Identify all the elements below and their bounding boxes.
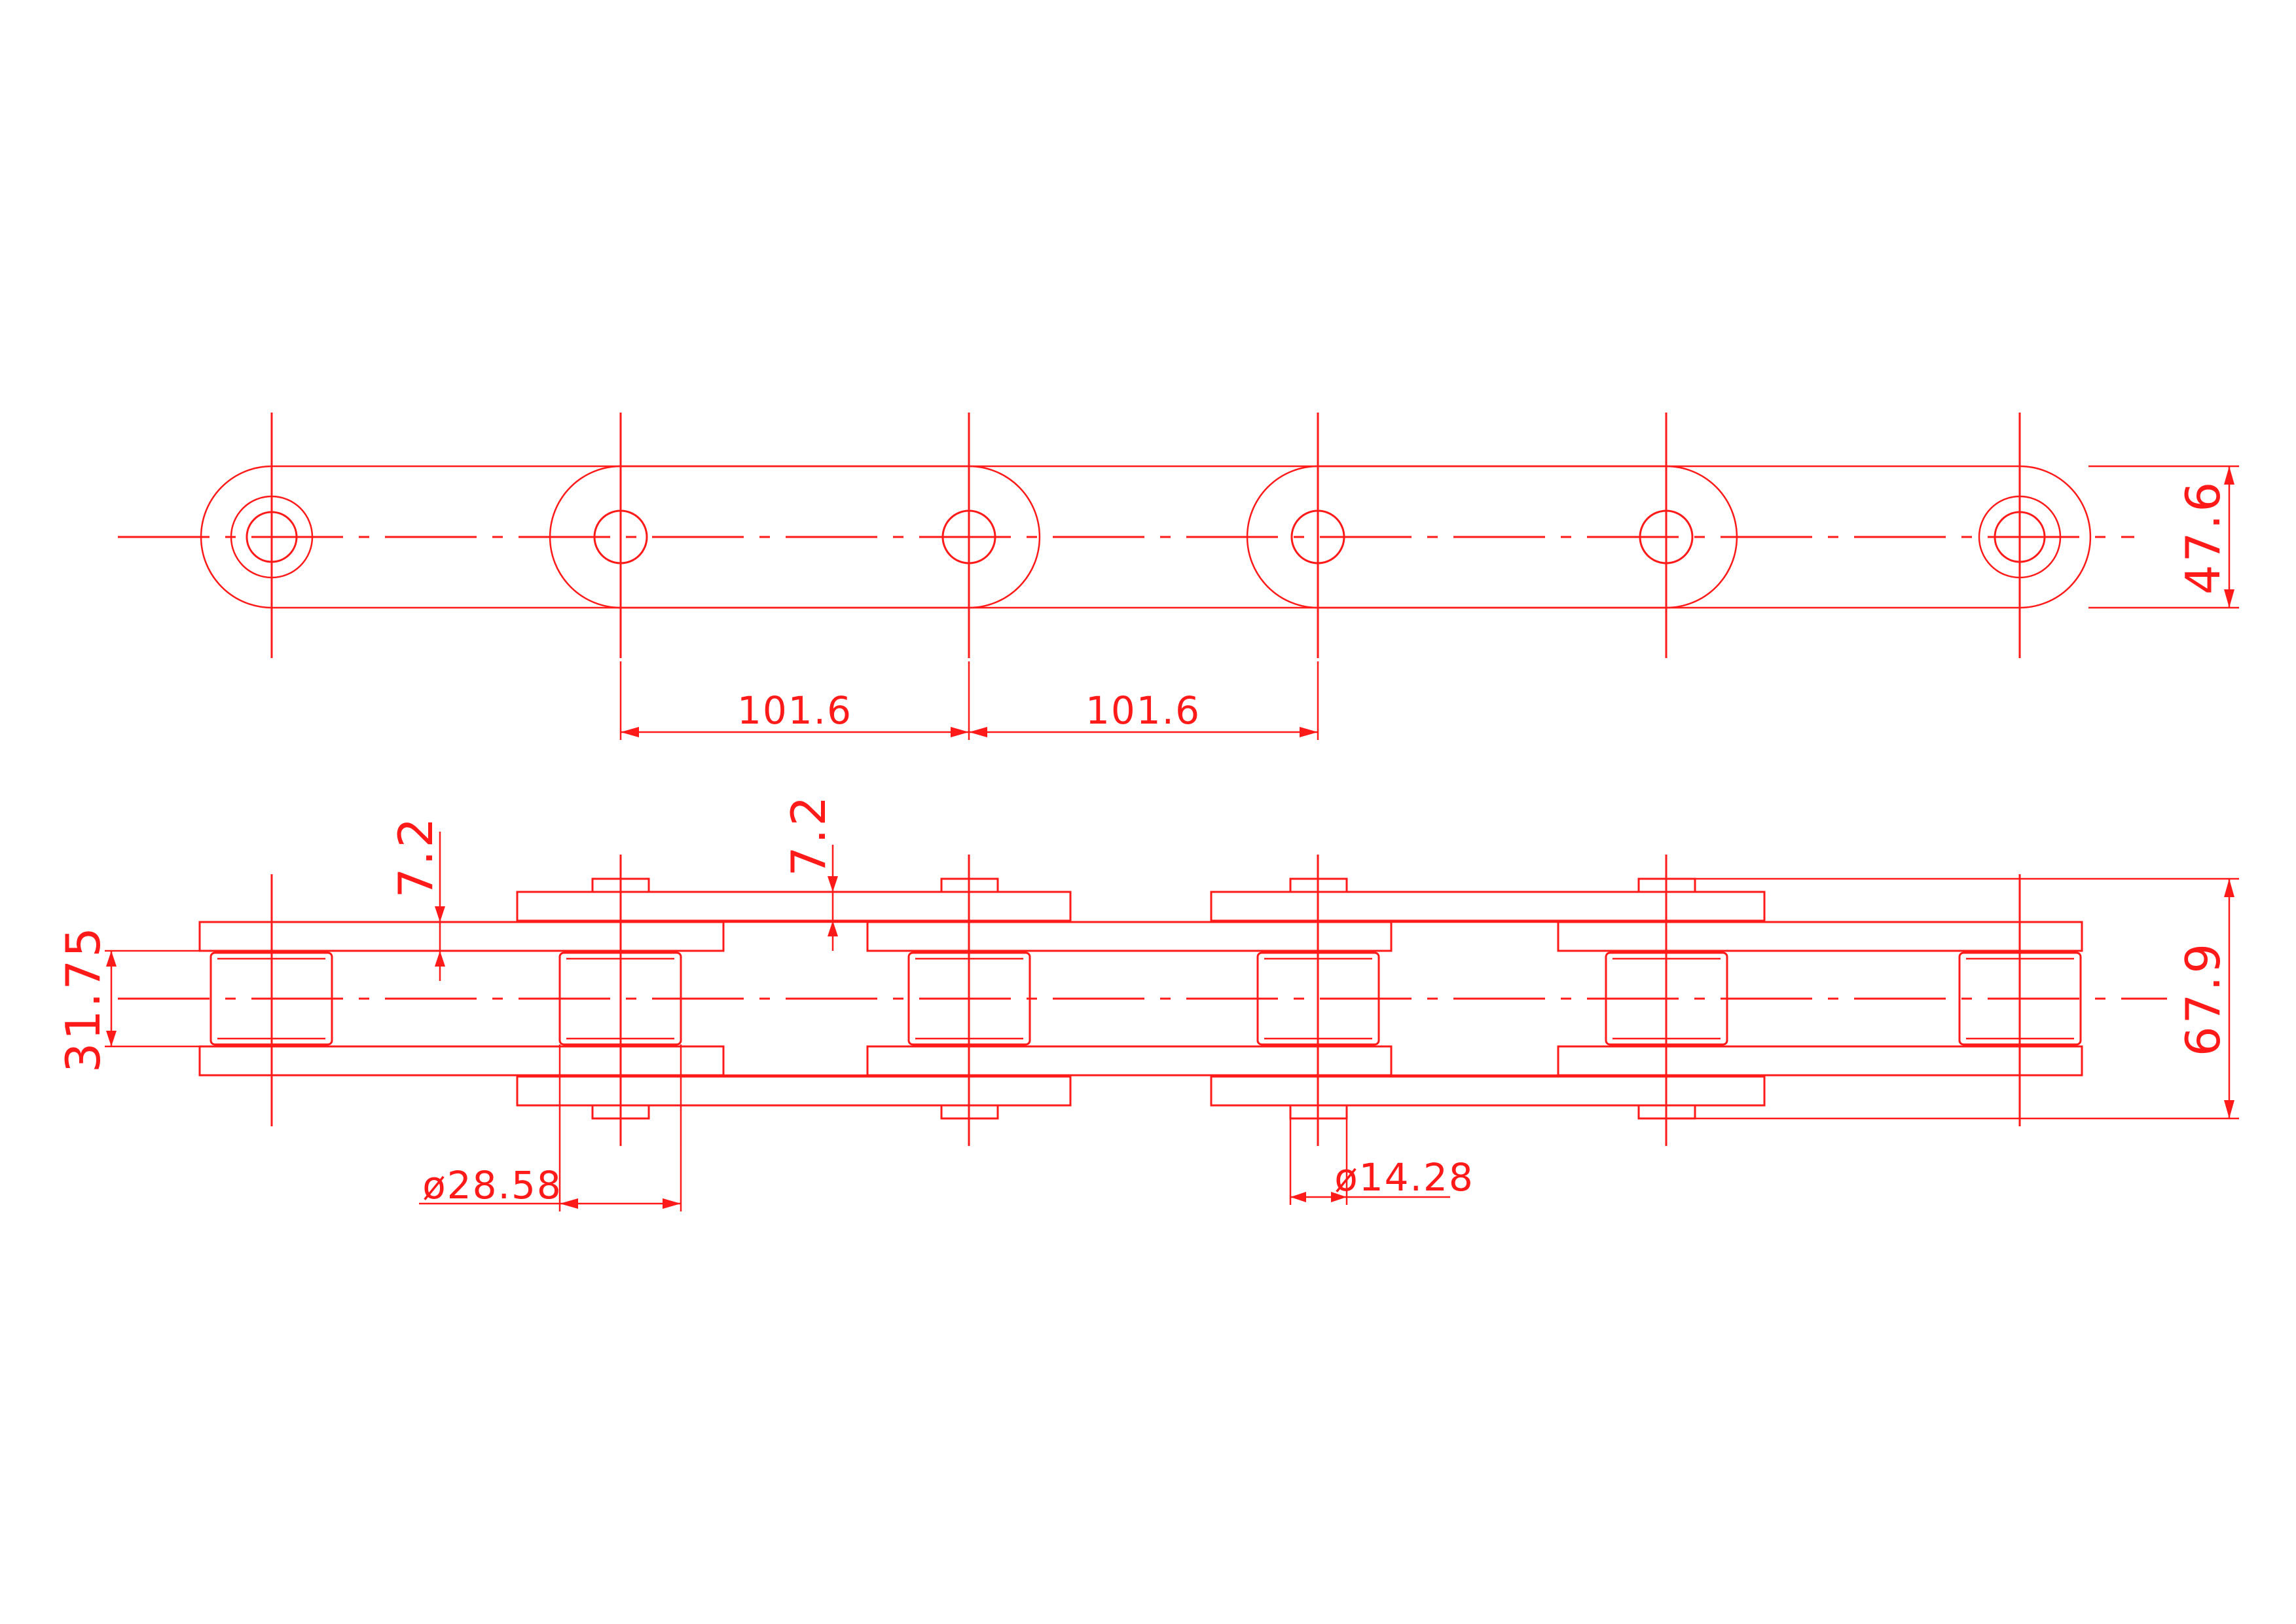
- inner-width-label: 31.75: [56, 925, 111, 1073]
- pin-diameter-label: ø14.28: [1334, 1155, 1474, 1200]
- plate-thickness-mid-label: 7.2: [781, 794, 836, 877]
- inner-plates: [198, 921, 2083, 1077]
- plan-view-center-marks: [270, 855, 2021, 1146]
- plate-thickness-left-label: 7.2: [388, 815, 443, 898]
- roller-diameter-label: ø28.58: [422, 1163, 562, 1208]
- plate-thickness-mid-dimension: 7.2: [781, 794, 838, 951]
- link-plate-4: [2019, 465, 2092, 609]
- pin-diameter-dimension: ø14.28: [1289, 1118, 1474, 1205]
- pitch-1-label: 101.6: [737, 688, 852, 733]
- side-view: 101.6 101.6 47.6: [118, 413, 2239, 740]
- plate-height-dimension: 47.6: [2088, 465, 2239, 609]
- plan-view: 7.2 7.2 31.75 67.9: [56, 794, 2239, 1211]
- outer-plates: [516, 891, 1766, 1107]
- pitch-2-label: 101.6: [1085, 688, 1201, 733]
- inner-width-dimension: 31.75: [56, 925, 211, 1073]
- roller-diameter-dimension: ø28.58: [419, 1044, 682, 1211]
- overall-width-label: 67.9: [2176, 941, 2231, 1056]
- plate-thickness-left-dimension: 7.2: [388, 815, 445, 981]
- pitch-dimension: 101.6 101.6: [619, 661, 1319, 740]
- side-view-center-marks: [270, 413, 2021, 658]
- link-plate-1: [200, 465, 272, 609]
- overall-width-dimension: 67.9: [1696, 877, 2239, 1120]
- plate-height-label: 47.6: [2176, 479, 2231, 595]
